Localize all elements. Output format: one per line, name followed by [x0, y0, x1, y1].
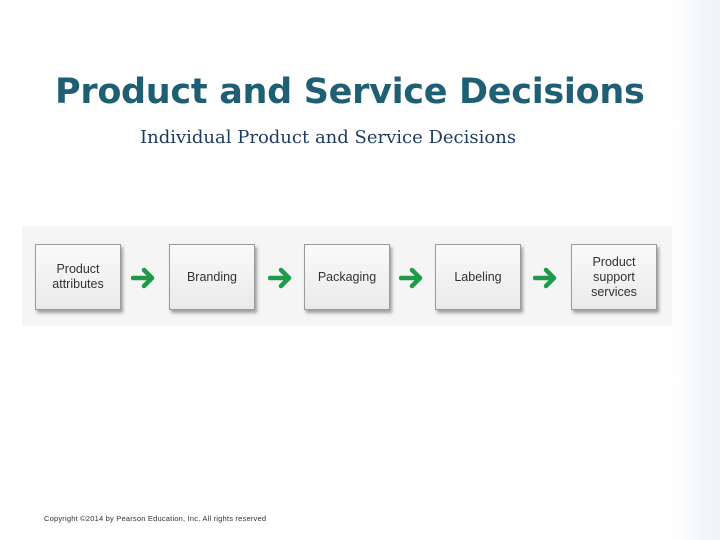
slide-subtitle: Individual Product and Service Decisions	[140, 127, 517, 148]
step-packaging: Packaging	[304, 244, 390, 310]
arrow-right-icon	[533, 267, 557, 289]
slide-title: Product and Service Decisions	[55, 72, 645, 112]
step-label: Branding	[186, 269, 238, 284]
copyright-notice: Copyright ©2014 by Pearson Education, In…	[44, 514, 267, 523]
step-label: Packaging	[317, 269, 377, 284]
step-label: Product support services	[591, 254, 637, 299]
arrow-right-icon	[131, 267, 155, 289]
step-product-attributes: Product attributes	[35, 244, 121, 310]
arrow-right-icon	[268, 267, 292, 289]
slide-side-band	[672, 0, 720, 540]
step-label: Labeling	[454, 269, 502, 284]
step-product-support-services: Product support services	[571, 244, 657, 310]
step-label: Product attributes	[52, 262, 104, 291]
process-diagram: Product attributes Branding Packaging La…	[22, 226, 672, 326]
arrow-right-icon	[399, 267, 423, 289]
step-labeling: Labeling	[435, 244, 521, 310]
step-branding: Branding	[169, 244, 255, 310]
